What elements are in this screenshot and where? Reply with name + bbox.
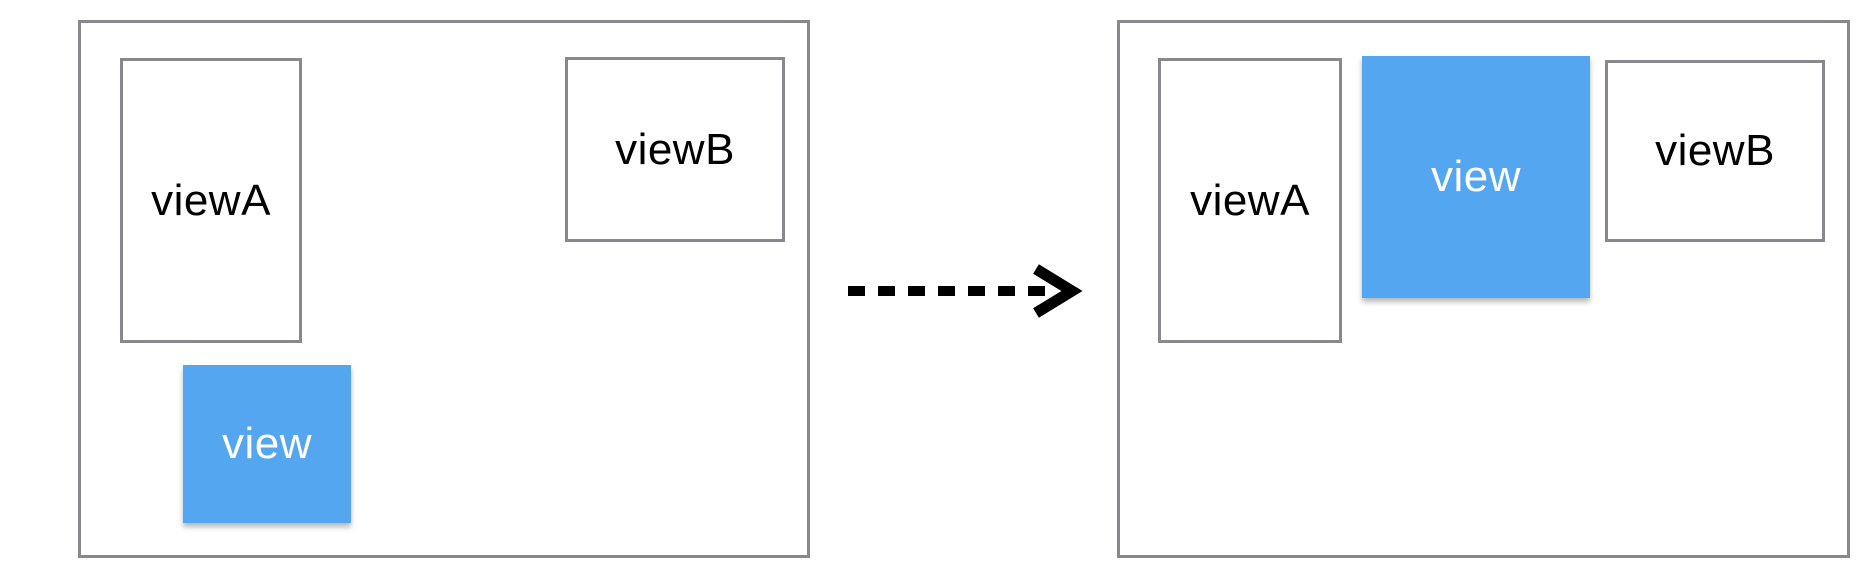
view-b-label-after: viewB xyxy=(1655,126,1775,175)
view-label-before: view xyxy=(221,419,313,468)
view-box-after: view xyxy=(1362,56,1590,298)
view-a-label-after: viewA xyxy=(1190,175,1310,225)
view-b-label-before: viewB xyxy=(615,124,735,174)
view-b-box-before: viewB xyxy=(565,57,785,242)
dashed-arrow-right-icon xyxy=(848,264,1083,318)
view-a-label-before: viewA xyxy=(151,175,271,225)
view-a-box-after: viewA xyxy=(1158,58,1342,343)
view-a-box-before: viewA xyxy=(120,58,302,343)
view-b-box-after: viewB xyxy=(1605,60,1825,242)
superview-after: viewA view viewB xyxy=(1117,20,1850,558)
view-label-after: view xyxy=(1430,152,1522,201)
view-box-before: view xyxy=(183,365,351,523)
superview-before: viewA viewB view xyxy=(78,20,810,558)
